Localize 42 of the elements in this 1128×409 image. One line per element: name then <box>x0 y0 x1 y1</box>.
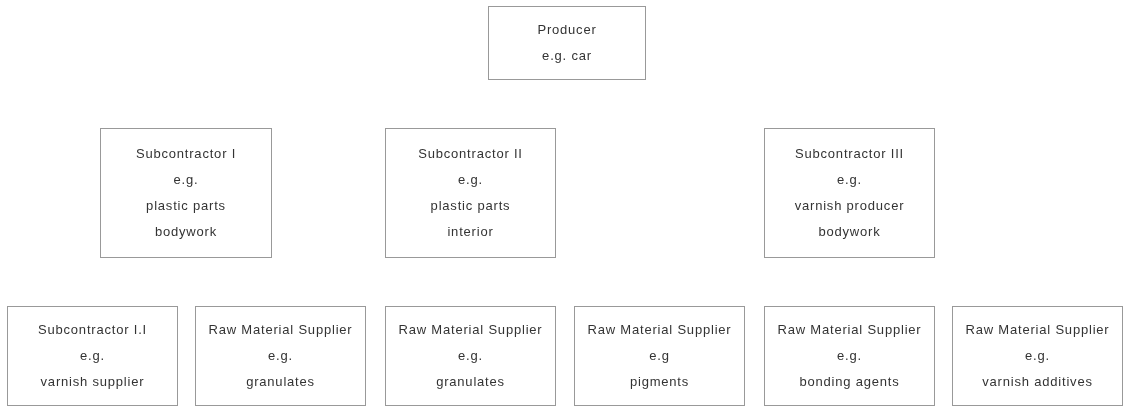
node-title: Raw Material Supplier <box>208 321 353 339</box>
node-text: e.g. <box>837 171 862 189</box>
node-title: Subcontractor I.I <box>38 321 147 339</box>
process-box <box>952 306 1123 406</box>
node-text: varnish additives <box>982 373 1093 391</box>
node-title: Producer <box>537 21 597 39</box>
node-text: granulates <box>246 373 315 391</box>
node-text: e.g. <box>1025 347 1050 365</box>
process-box <box>7 306 178 406</box>
process-box <box>385 306 556 406</box>
node-text: pigments <box>629 373 690 391</box>
process-box <box>195 306 366 406</box>
process-box <box>764 306 935 406</box>
process-box <box>488 6 646 80</box>
node-text: varnish producer <box>794 197 905 215</box>
node-text: e.g <box>649 347 670 365</box>
node-title: Raw Material Supplier <box>965 321 1110 339</box>
node-text: varnish supplier <box>40 373 145 391</box>
node-text: e.g. <box>80 347 105 365</box>
node-text: bodywork <box>154 223 217 241</box>
node-text: e.g. <box>173 171 199 189</box>
node-text: bodywork <box>818 223 881 241</box>
node-text: e.g. <box>837 347 862 365</box>
process-box <box>574 306 745 406</box>
node-text: plastic parts <box>146 197 226 215</box>
node-text: bonding agents <box>799 373 900 391</box>
process-box <box>100 128 272 258</box>
node-text: e.g. <box>458 347 483 365</box>
process-box <box>764 128 935 258</box>
node-title: Subcontractor II <box>418 145 523 163</box>
node-title: Raw Material Supplier <box>777 321 922 339</box>
node-title: Raw Material Supplier <box>587 321 732 339</box>
node-text: plastic parts <box>430 197 511 215</box>
process-box <box>385 128 556 258</box>
node-title: Raw Material Supplier <box>398 321 543 339</box>
node-text: e.g. car <box>542 47 592 65</box>
node-text: e.g. <box>268 347 293 365</box>
node-text: interior <box>447 223 494 241</box>
node-text: granulates <box>436 373 505 391</box>
node-title: Subcontractor III <box>795 145 904 163</box>
node-title: Subcontractor I <box>135 145 237 163</box>
node-text: e.g. <box>458 171 483 189</box>
